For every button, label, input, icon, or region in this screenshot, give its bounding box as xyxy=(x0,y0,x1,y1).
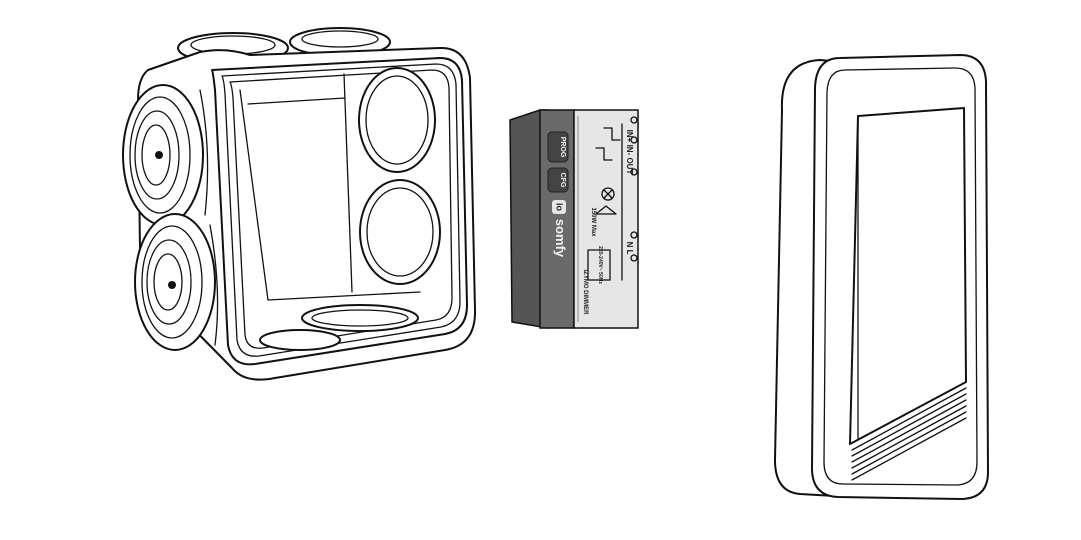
io-badge: io xyxy=(555,203,565,212)
terminal-screws xyxy=(630,116,638,262)
prog-button xyxy=(547,131,569,163)
cfg-label: CFG xyxy=(559,173,566,188)
load-rating-text: 150W Max xyxy=(590,207,596,237)
lid-window xyxy=(849,107,967,445)
wiring-schematic xyxy=(587,123,623,281)
terminal-bottom-text: N L xyxy=(625,242,634,255)
dimmer-module: PROG CFG io somfy IN+ IN- OUT N L xyxy=(509,109,639,329)
module-label xyxy=(573,109,639,329)
lid-grip-ridges xyxy=(851,387,967,481)
junction-box xyxy=(122,27,477,381)
brand-logo-text: somfy xyxy=(553,219,568,258)
product-name-text: IZYMO DIMMER xyxy=(582,270,588,316)
knockout-holes xyxy=(259,67,441,351)
side-cable-glands xyxy=(122,84,216,351)
prog-label: PROG xyxy=(559,137,566,158)
box-interior xyxy=(239,73,421,301)
terminal-top-text: IN+ IN- OUT xyxy=(625,130,634,175)
voltage-rating-text: 220-240V~ 50Hz xyxy=(597,246,603,284)
cfg-button xyxy=(547,167,569,193)
box-lid xyxy=(774,54,989,500)
